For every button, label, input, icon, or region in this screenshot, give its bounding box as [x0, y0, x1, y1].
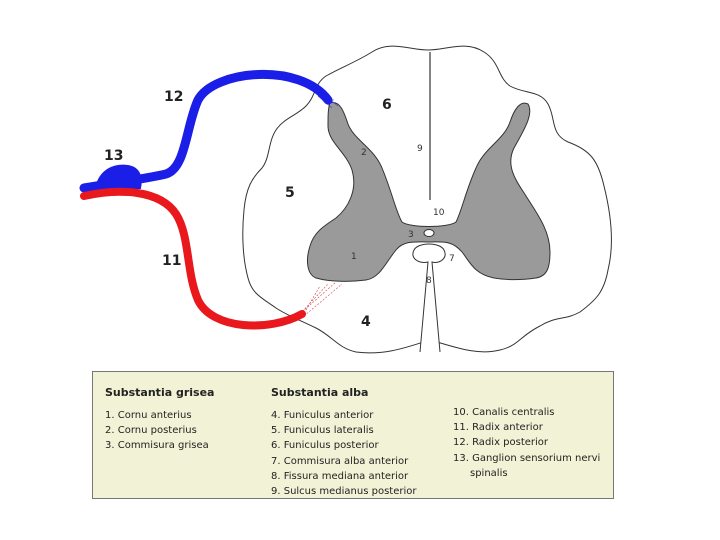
gray-matter: [307, 102, 551, 282]
legend-item: 9. Sulcus medianus posterior: [271, 486, 417, 498]
label-3: 3: [408, 230, 414, 240]
legend-item: 12. Radix posterior: [453, 437, 549, 449]
legend-item: 1. Cornu anterius: [105, 410, 192, 421]
legend-column-grisea: Substantia grisea 1. Cornu anterius 2. C…: [105, 386, 214, 454]
label-11: 11: [162, 253, 181, 269]
radix-anterior: [80, 187, 306, 330]
legend-column-alba: Substantia alba 4. Funiculus anterior 5.…: [271, 386, 417, 499]
legend-box: Substantia grisea 1. Cornu anterius 2. C…: [92, 371, 614, 499]
ganglion-sensorium: [94, 164, 142, 189]
label-13: 13: [104, 148, 123, 164]
label-1: 1: [351, 252, 357, 262]
legend-item: 4. Funiculus anterior: [271, 410, 374, 421]
label-8: 8: [426, 276, 432, 286]
label-2: 2: [361, 148, 367, 158]
legend-item: spinalis: [470, 467, 508, 479]
label-7: 7: [449, 254, 455, 264]
legend-item: 6. Funiculus posterior: [271, 440, 379, 452]
legend-heading-grisea: Substantia grisea: [105, 386, 215, 399]
label-10: 10: [433, 208, 445, 218]
legend-item: 2. Cornu posterius: [105, 425, 197, 437]
central-canal: [423, 229, 435, 237]
label-6: 6: [382, 97, 392, 113]
legend-column-other: 10. Canalis centralis 11. Radix anterior…: [453, 405, 600, 481]
legend-heading-alba: Substantia alba: [271, 386, 369, 399]
legend-item: 3. Commisura grisea: [105, 440, 209, 452]
label-4: 4: [361, 314, 371, 330]
label-12: 12: [164, 89, 183, 105]
legend-item: 11. Radix anterior: [453, 422, 543, 434]
legend-item: 13. Ganglion sensorium nervi: [453, 452, 601, 464]
legend-item: 7. Commisura alba anterior: [271, 455, 409, 467]
legend-item: 8. Fissura mediana anterior: [271, 470, 409, 482]
label-9: 9: [417, 144, 423, 154]
legend-item: 10. Canalis centralis: [453, 407, 555, 418]
anterior-rootlets: [299, 281, 343, 317]
label-5: 5: [285, 185, 295, 201]
legend-item: 5. Funiculus lateralis: [271, 425, 374, 437]
anterior-median-fissure: [412, 243, 446, 353]
